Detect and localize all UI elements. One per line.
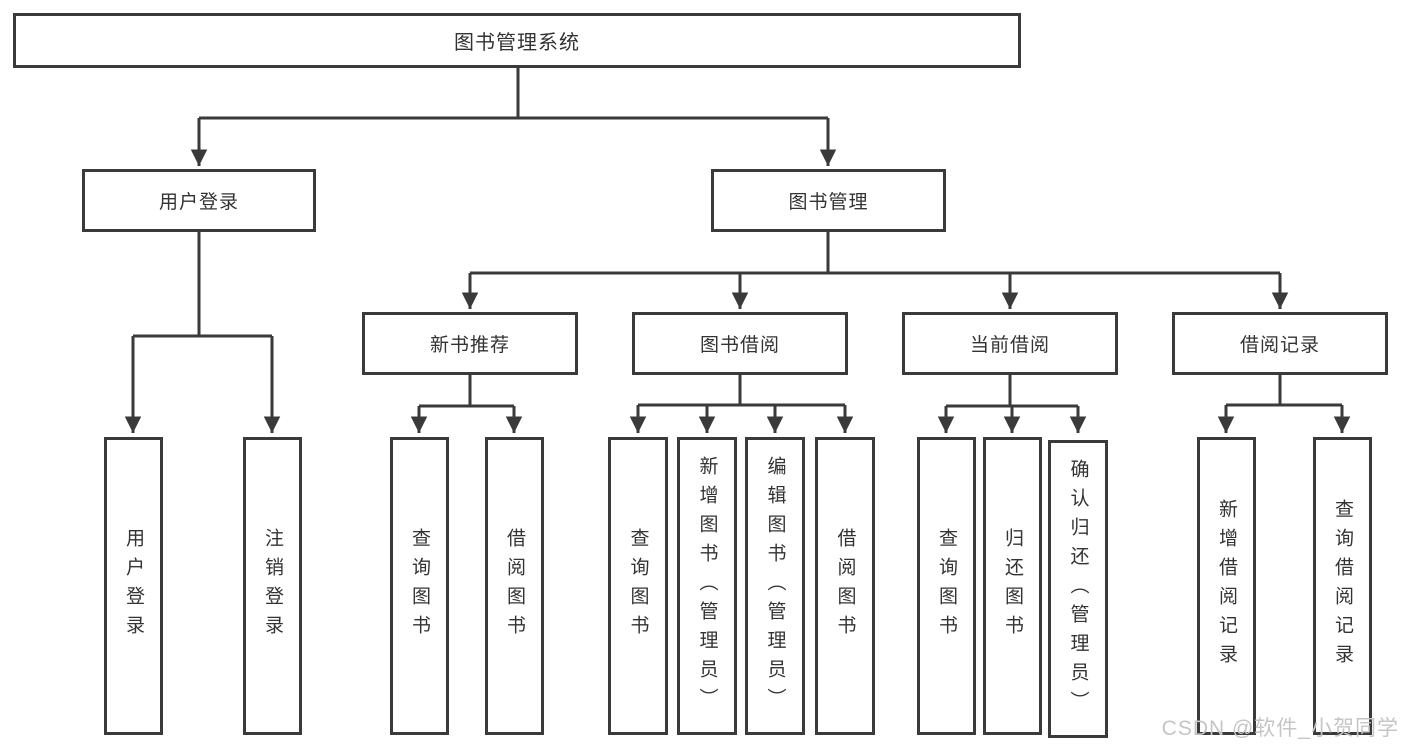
node-library-system: 图书管理系统 (13, 13, 1021, 68)
leaf-logout: 注销登录 (243, 437, 302, 735)
leaf-bb-query-book: 查询图书 (608, 437, 668, 735)
node-user-login: 用户登录 (82, 169, 316, 232)
node-book-borrow: 图书借阅 (632, 312, 848, 375)
node-current-borrow: 当前借阅 (902, 312, 1118, 375)
leaf-bb-borrow-book: 借阅图书 (815, 437, 875, 735)
leaf-cb-confirm-return-admin: 确认归还（管理员） (1048, 440, 1108, 738)
leaf-bb-edit-book-admin: 编辑图书（管理员） (745, 437, 805, 735)
leaf-bb-add-book-admin: 新增图书（管理员） (677, 437, 737, 735)
leaf-br-query-record: 查询借阅记录 (1313, 437, 1372, 735)
leaf-nb-borrow-book: 借阅图书 (485, 437, 544, 735)
leaf-br-add-record: 新增借阅记录 (1197, 437, 1256, 735)
leaf-nb-query-book: 查询图书 (390, 437, 449, 735)
node-borrow-record: 借阅记录 (1172, 312, 1388, 375)
leaf-cb-return-book: 归还图书 (983, 437, 1042, 735)
csdn-watermark: CSDN @软件_小贺同学 (1161, 717, 1399, 740)
node-new-book-recommend: 新书推荐 (362, 312, 578, 375)
node-book-management: 图书管理 (711, 169, 946, 232)
leaf-user-login: 用户登录 (104, 437, 163, 735)
leaf-cb-query-book: 查询图书 (917, 437, 976, 735)
